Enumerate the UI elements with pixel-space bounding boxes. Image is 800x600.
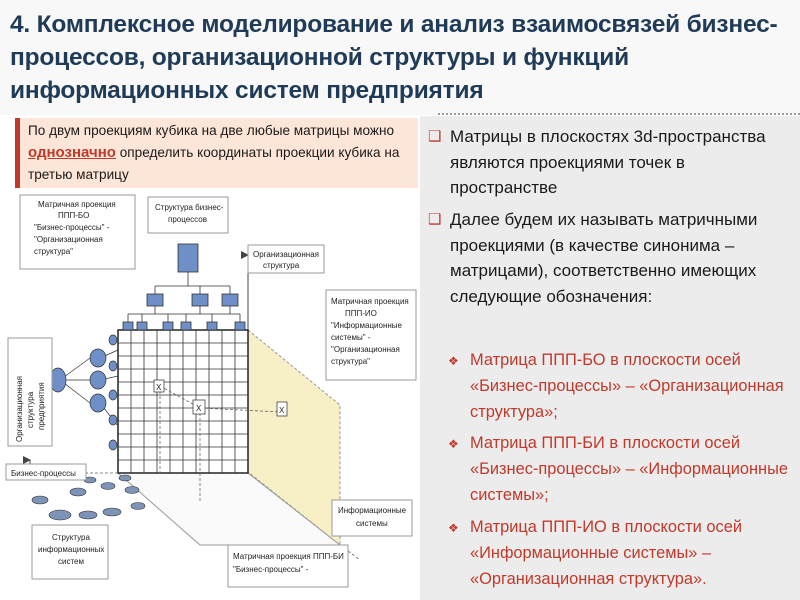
- bullet-text-2: Далее будем их называть матричными проек…: [450, 210, 758, 306]
- io-plane: [247, 328, 341, 547]
- callout-org-axis-line-2: структура: [263, 261, 300, 270]
- callout-bp-structure: Структура бизнес- процессов: [147, 196, 229, 234]
- callout-io-line-4: системы" -: [331, 333, 371, 342]
- svg-text:Структура информационных: Структура информационных систем: [38, 533, 107, 566]
- sub-text-3: Матрица ППП-ИО в плоскости осей «Информа…: [470, 518, 742, 588]
- callout-bp-axis-text: Бизнес-процессы: [11, 469, 76, 478]
- sub-bullet-2: ❖ Матрица ППП-БИ в плоскости осей «Бизне…: [448, 430, 798, 508]
- sub-marker-2: ❖: [448, 437, 459, 451]
- callout-io-line-3: "Информационные: [331, 321, 403, 330]
- callout-orgv-line-3: предприятия: [37, 382, 46, 430]
- callout-io: Матричная проекция ППП-ИО "Информационны…: [325, 289, 417, 381]
- callout-bo-line-4: "Организационная: [34, 235, 103, 244]
- callout-bo-line-5: структура": [34, 247, 73, 256]
- text-panel: ❑ Матрицы в плоскостях 3d-пространства я…: [420, 116, 800, 600]
- projection-marks: X X X: [153, 379, 288, 417]
- callout-bp-line-2: процессов: [168, 215, 207, 224]
- note-text-start: По двум проекциям кубика на две любые ма…: [28, 123, 395, 138]
- callout-org-vertical: Организационная структура предприятия: [7, 337, 53, 447]
- svg-text:Организационная структур: Организационная структура предприятия: [15, 374, 46, 442]
- callout-is-line-3: систем: [58, 557, 84, 566]
- callout-is-line-2: информационных: [38, 545, 104, 554]
- callout-bi-line-2: "Бизнес-процессы" -: [233, 565, 309, 574]
- callout-bo: Матричная проекция ППП-БО "Бизнес-процес…: [19, 194, 136, 270]
- slide-title: 4. Комплексное моделирование и анализ вз…: [10, 11, 778, 104]
- sub-text-1: Матрица ППП-БО в плоскости осей «Бизнес-…: [470, 351, 784, 421]
- sub-marker-1: ❖: [448, 354, 459, 368]
- svg-text:Структура бизнес- процес: Структура бизнес- процессов: [155, 203, 226, 224]
- is-nodes: [31, 474, 146, 521]
- bp-tree: [122, 243, 246, 331]
- callout-bp-line-1: Структура бизнес-: [155, 203, 224, 212]
- cube-diagram: X X X: [5, 194, 417, 588]
- callout-io-line-6: структура": [331, 357, 370, 366]
- callout-io-line-5: "Организационная: [331, 345, 400, 354]
- note-highlight: однозначно: [28, 144, 116, 161]
- sub-bullet-3: ❖ Матрица ППП-ИО в плоскости осей «Инфор…: [448, 514, 798, 592]
- svg-text:Информационные системы: Информационные системы: [338, 506, 408, 528]
- bullet-text-1: Матрицы в плоскостях 3d-пространства явл…: [450, 127, 766, 197]
- callout-io-line-2: ППП-ИО: [345, 309, 377, 318]
- title-bar: [0, 0, 800, 115]
- callout-bo-line-1: Матричная проекция: [38, 200, 116, 209]
- bullet-1: ❑ Матрицы в плоскостях 3d-пространства я…: [428, 124, 796, 201]
- mark-center: X: [196, 404, 202, 413]
- note-box: По двум проекциям кубика на две любые ма…: [15, 118, 418, 188]
- title-divider: [438, 113, 800, 115]
- svg-text:Организационная структур: Организационная структура: [253, 250, 321, 270]
- svg-text:Матричная проекция ППП-БИ: Матричная проекция ППП-БИ "Бизнес-процес…: [233, 552, 346, 574]
- org-nodes: [49, 334, 119, 451]
- note-text-end: определить координаты проекции кубика на…: [28, 145, 400, 182]
- callout-bi: Матричная проекция ППП-БИ "Бизнес-процес…: [227, 544, 349, 588]
- svg-text:Матричная проекция ППП-И: Матричная проекция ППП-ИО "Информационны…: [331, 297, 411, 366]
- callout-is-axis-line-1: Информационные: [338, 506, 407, 515]
- callout-bi-line-1: Матричная проекция ППП-БИ: [233, 552, 344, 561]
- callout-bp-axis: Бизнес-процессы: [5, 463, 87, 481]
- svg-text:Матричная проекция ППП-Б: Матричная проекция ППП-БО "Бизнес-процес…: [34, 200, 118, 256]
- callout-orgv-line-2: структура: [26, 391, 35, 428]
- bullet-marker-2: ❑: [428, 211, 442, 228]
- callout-is-axis: Информационные системы: [331, 499, 413, 537]
- callout-org-axis-line-1: Организационная: [253, 250, 319, 259]
- callout-orgv-line-1: Организационная: [15, 376, 24, 442]
- bullet-marker-1: ❑: [428, 128, 442, 145]
- sub-bullet-1: ❖ Матрица ППП-БО в плоскости осей «Бизне…: [448, 347, 798, 425]
- callout-bo-line-3: "Бизнес-процессы" -: [34, 223, 110, 232]
- callout-io-line-1: Матричная проекция: [331, 297, 409, 306]
- callout-bo-line-2: ППП-БО: [58, 211, 89, 220]
- callout-is-axis-line-2: системы: [356, 519, 388, 528]
- sub-marker-3: ❖: [448, 521, 459, 535]
- mark-io: X: [279, 406, 285, 415]
- callout-org-axis: Организационная структура: [247, 244, 325, 274]
- bo-matrix-grid: [117, 329, 249, 474]
- sub-text-2: Матрица ППП-БИ в плоскости осей «Бизнес-…: [470, 434, 789, 504]
- bullet-2: ❑ Далее будем их называть матричными про…: [428, 207, 796, 309]
- callout-is-structure: Структура информационных систем: [31, 524, 109, 580]
- callout-is-line-1: Структура: [52, 533, 91, 542]
- mark-bo: X: [156, 383, 162, 392]
